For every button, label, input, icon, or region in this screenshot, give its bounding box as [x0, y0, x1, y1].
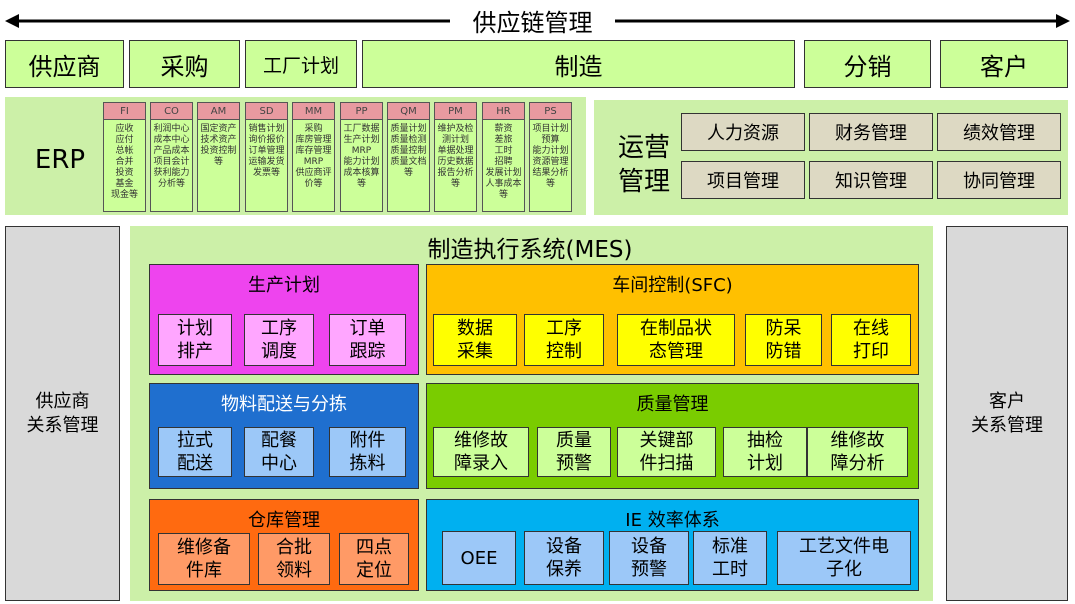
erp-module-description: 销售计划 询价报价 订单管理 运输发货 发票等 — [248, 124, 285, 178]
erp-module-ps: PS 项目计划 预算 能力计划 资源管理 结果分析 等 — [529, 102, 572, 212]
erp-module-code: FI — [104, 103, 145, 120]
erp-module-code: PP — [341, 103, 382, 120]
erp-module-description: 薪资 差旅 工时 招聘 发展计划 人事成本 等 — [485, 124, 522, 200]
mes-function-box: 维修故 障录入 — [433, 427, 529, 477]
mes-function-box: 关键部 件扫描 — [617, 427, 716, 477]
erp-module-code: QM — [388, 103, 429, 120]
mes-function-box: 附件 拣料 — [329, 427, 406, 477]
operations-item: 绩效管理 — [937, 113, 1061, 151]
mes-function-box: 工序 控制 — [524, 314, 604, 366]
erp-module-co: CO 利润中心 成本中心 产品成本 项目会计 获利能力 分析等 — [150, 102, 193, 212]
stage-factory-plan: 工厂计划 — [245, 40, 357, 88]
panel-title: 质量管理 — [636, 394, 709, 415]
panel-title: 车间控制(SFC) — [612, 275, 733, 296]
erp-module-description: 国定资产 技术资产 投资控制 等 — [200, 124, 237, 167]
mes-function-box: 在制品状 态管理 — [617, 314, 735, 366]
panel-title: 仓库管理 — [248, 510, 320, 531]
operations-item: 项目管理 — [681, 161, 805, 199]
erp-module-description: 利润中心 成本中心 产品成本 项目会计 获利能力 分析等 — [153, 124, 190, 189]
erp-module-description: 应收 应付 总帐 合并 投资 基金 现金等 — [110, 124, 138, 200]
operations-item: 财务管理 — [809, 113, 933, 151]
mes-function-box: 标准 工时 — [693, 531, 767, 585]
erp-module-description: 质量计划 质量检测 质量控制 质量文档 等 — [390, 124, 427, 178]
stage-supplier: 供应商 — [5, 40, 124, 88]
mes-function-box: 合批 领料 — [258, 533, 330, 585]
erp-module-code: PM — [435, 103, 476, 120]
erp-module-code: AM — [198, 103, 239, 120]
erp-module-code: HR — [483, 103, 524, 120]
erp-module-code: SD — [246, 103, 287, 120]
erp-module-qm: QM 质量计划 质量检测 质量控制 质量文档 等 — [387, 102, 430, 212]
operations-item: 协同管理 — [937, 161, 1061, 199]
erp-module-code: PS — [530, 103, 571, 120]
operations-label: 运营 管理 — [617, 133, 670, 197]
panel-title: 物料配送与分拣 — [221, 394, 347, 415]
mes-function-box: 计划 排产 — [158, 314, 232, 366]
mes-function-box: 维修备 件库 — [158, 533, 250, 585]
mes-function-box: 抽检 计划 — [723, 427, 807, 477]
operations-item: 人力资源 — [681, 113, 805, 151]
mes-function-box: 防呆 防错 — [745, 314, 822, 366]
stage-customer: 客户 — [940, 40, 1068, 88]
stage-manufacturing: 制造 — [362, 40, 795, 88]
erp-module-pp: PP 工厂数据 生产计划 MRP 能力计划 成本核算 等 — [340, 102, 383, 212]
erp-module-mm: MM 采购 库房管理 库存管理 MRP 供应商评 价等 — [292, 102, 335, 212]
erp-module-description: 维护及检 测计划 单据处理 历史数据 报告分析 等 — [437, 124, 474, 189]
mes-function-box: 工艺文件电 子化 — [777, 531, 911, 585]
mes-function-box: 订单 跟踪 — [329, 314, 406, 366]
erp-module-pm: PM 维护及检 测计划 单据处理 历史数据 报告分析 等 — [434, 102, 477, 212]
operations-item: 知识管理 — [809, 161, 933, 199]
mes-function-box: 维修故 障分析 — [807, 427, 908, 477]
erp-module-description: 项目计划 预算 能力计划 资源管理 结果分析 等 — [532, 124, 569, 189]
erp-module-code: MM — [293, 103, 334, 120]
mes-function-box: 数据 采集 — [433, 314, 517, 366]
customer-relationship-management: 客户 关系管理 — [946, 226, 1068, 601]
mes-function-box: 质量 预警 — [537, 427, 611, 477]
mes-title: 制造执行系统(MES) — [427, 237, 633, 263]
erp-module-sd: SD 销售计划 询价报价 订单管理 运输发货 发票等 — [245, 102, 288, 212]
mes-function-box: 工序 调度 — [244, 314, 314, 366]
erp-module-description: 采购 库房管理 库存管理 MRP 供应商评 价等 — [295, 124, 332, 189]
erp-label: ERP — [34, 145, 86, 175]
mes-function-box: 设备 预警 — [609, 531, 689, 585]
stage-procurement: 采购 — [129, 40, 240, 88]
mes-function-box: 设备 保养 — [524, 531, 604, 585]
erp-module-description: 工厂数据 生产计划 MRP 能力计划 成本核算 等 — [343, 124, 380, 189]
panel-title: 生产计划 — [248, 275, 320, 296]
erp-module-hr: HR 薪资 差旅 工时 招聘 发展计划 人事成本 等 — [482, 102, 525, 212]
erp-module-am: AM 国定资产 技术资产 投资控制 等 — [197, 102, 240, 212]
supply-chain-title: 供应链管理 — [450, 4, 615, 37]
stage-distribution: 分销 — [804, 40, 931, 88]
erp-module-fi: FI 应收 应付 总帐 合并 投资 基金 现金等 — [103, 102, 146, 212]
panel-title: IE 效率体系 — [625, 510, 720, 531]
mes-function-box: 拉式 配送 — [158, 427, 232, 477]
mes-function-box: 四点 定位 — [339, 533, 409, 585]
supplier-relationship-management: 供应商 关系管理 — [5, 226, 120, 601]
erp-module-code: CO — [151, 103, 192, 120]
mes-function-box: 配餐 中心 — [244, 427, 314, 477]
mes-function-box: 在线 打印 — [831, 314, 911, 366]
mes-function-box: OEE — [442, 531, 516, 585]
